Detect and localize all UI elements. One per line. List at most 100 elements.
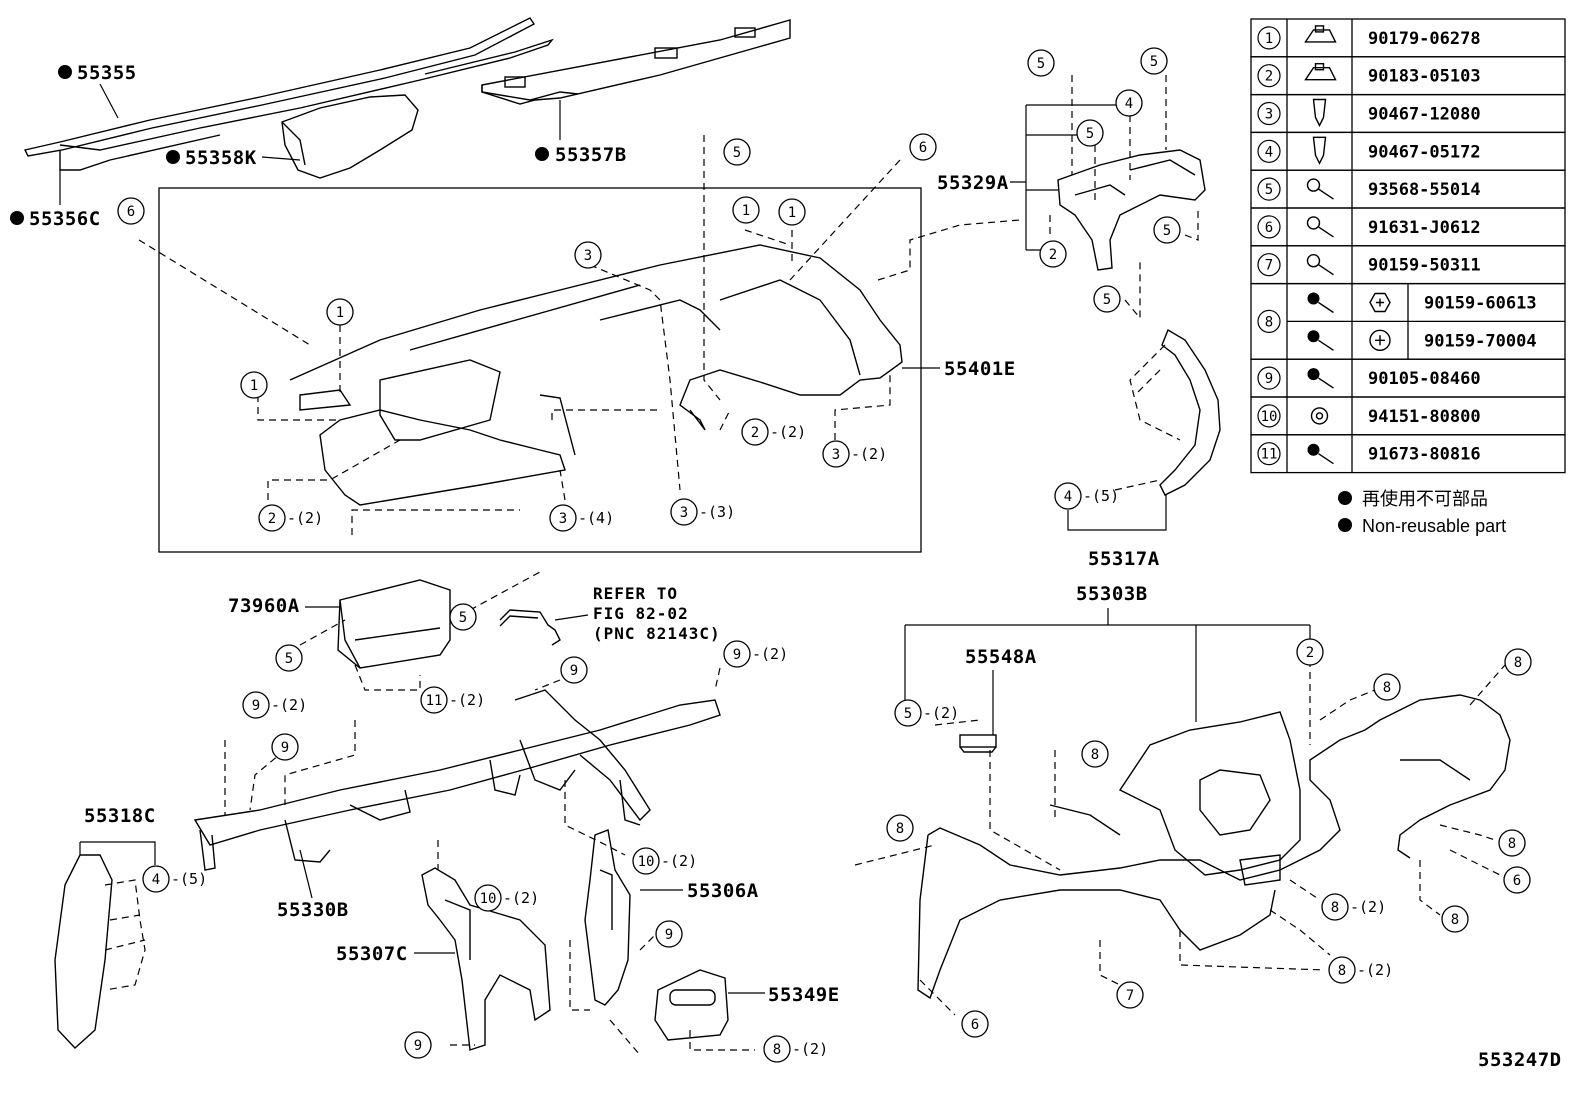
callout-circle (326, 298, 354, 326)
label-73960a: 73960A (228, 595, 300, 617)
callout-circle (1115, 89, 1143, 117)
callout-5: 5 (1076, 119, 1104, 147)
callout-quantity: -(4) (578, 509, 614, 527)
callout-8: 8 (1441, 905, 1469, 933)
part-number: 93568-55014 (1368, 180, 1481, 200)
row-number-circle (1257, 309, 1281, 333)
reinforcement-beam (193, 689, 721, 871)
label-55357b: 55357B (555, 144, 627, 166)
bolt-icon (1307, 292, 1334, 314)
callout-number: 2 (1306, 645, 1314, 661)
callout-8: 8 (886, 814, 914, 842)
callout-5: 5 (275, 644, 303, 672)
callout-number: 11 (426, 693, 443, 709)
callout-circle (894, 699, 922, 727)
refer-line-1: REFER TO (593, 584, 678, 603)
callout-circle (258, 504, 286, 532)
callout-number: 5 (1163, 223, 1171, 239)
callout-circle (655, 920, 683, 948)
legend: 再使用不可部品 Non-reusable part (1338, 489, 1506, 536)
callout-5: 5 (723, 138, 751, 166)
row-number-circle (1257, 253, 1281, 277)
callout-quantity: -(2) (287, 509, 323, 527)
callout-4: 4-(5) (1054, 482, 1119, 510)
callout-circle (271, 733, 299, 761)
callout-circle (275, 644, 303, 672)
callout-number: 5 (1150, 54, 1158, 70)
label-55355: 55355 (77, 62, 137, 84)
callout-circle (1328, 956, 1356, 984)
callout-circle (961, 1010, 989, 1038)
callout-number: 7 (1126, 988, 1134, 1004)
callout-circle (404, 1031, 432, 1059)
pad-55358k (281, 94, 419, 179)
callout-circle (632, 847, 660, 875)
callout-number: 8 (773, 1042, 781, 1058)
callout-circle (1296, 638, 1324, 666)
callout-6: 6 (909, 133, 937, 161)
callout-number: 4 (1125, 96, 1133, 112)
callout-8: 8 (1081, 740, 1109, 768)
part-number: 90179-06278 (1368, 29, 1481, 49)
callout-3: 3-(4) (549, 504, 614, 532)
callout-number: 9 (733, 647, 741, 663)
callout-11: 11-(2) (420, 686, 485, 714)
callout-circle (909, 133, 937, 161)
row-number-circle (1257, 404, 1281, 428)
callout-circle (723, 640, 751, 668)
row-number-circle (1257, 366, 1281, 390)
callout-1: 1 (778, 198, 806, 226)
callout-circle (1504, 648, 1532, 676)
callout-quantity: -(2) (271, 696, 307, 714)
row-number-circle (1257, 101, 1281, 126)
callout-circle (242, 691, 270, 719)
callout-number: 2 (1049, 247, 1057, 263)
row-number-circle (1257, 26, 1281, 50)
callout-circle (117, 197, 145, 225)
callout-number: 8 (1091, 747, 1099, 763)
nut-icon (1310, 407, 1329, 425)
label-55303b: 55303B (1076, 583, 1148, 605)
callout-circle (763, 1035, 791, 1063)
callout-number: 6 (1513, 873, 1521, 889)
label-55349e: 55349E (768, 984, 840, 1006)
callout-6: 6 (117, 197, 145, 225)
row-number-circle (1257, 442, 1281, 466)
bolt-icon (1307, 330, 1334, 351)
callout-8: 8-(2) (763, 1035, 828, 1063)
callout-circle (142, 865, 170, 893)
callout-7: 7 (1116, 981, 1144, 1009)
refer-line-2: FIG 82-02 (593, 604, 689, 623)
callout-circle (778, 198, 806, 226)
bolt-icon (1307, 368, 1334, 389)
part-number: 90183-05103 (1368, 67, 1481, 87)
callout-10: 10-(2) (632, 847, 697, 875)
callout-4: 4 (1115, 89, 1143, 117)
callout-circle (1039, 240, 1067, 268)
row-number: 10 (1261, 409, 1278, 425)
callout-9: 9 (560, 656, 588, 684)
refer-line-3: (PNC 82143C) (593, 624, 721, 643)
callout-circle (1027, 49, 1055, 77)
clip-icon (1312, 136, 1327, 165)
callout-number: 2 (751, 425, 759, 441)
callout-circle (560, 656, 588, 684)
callout-8: 8-(2) (1328, 956, 1393, 984)
bracket-55329a (1057, 149, 1206, 271)
callout-2: 2 (1296, 638, 1324, 666)
clip-nut-icon (1304, 25, 1337, 43)
label-55358k: 55358K (185, 147, 257, 169)
callout-circle (741, 418, 769, 446)
callout-quantity: -(5) (1083, 487, 1119, 505)
callout-number: 5 (904, 706, 912, 722)
callout-number: 5 (1103, 292, 1111, 308)
callout-circle (1081, 740, 1109, 768)
callout-number: 1 (250, 378, 258, 394)
